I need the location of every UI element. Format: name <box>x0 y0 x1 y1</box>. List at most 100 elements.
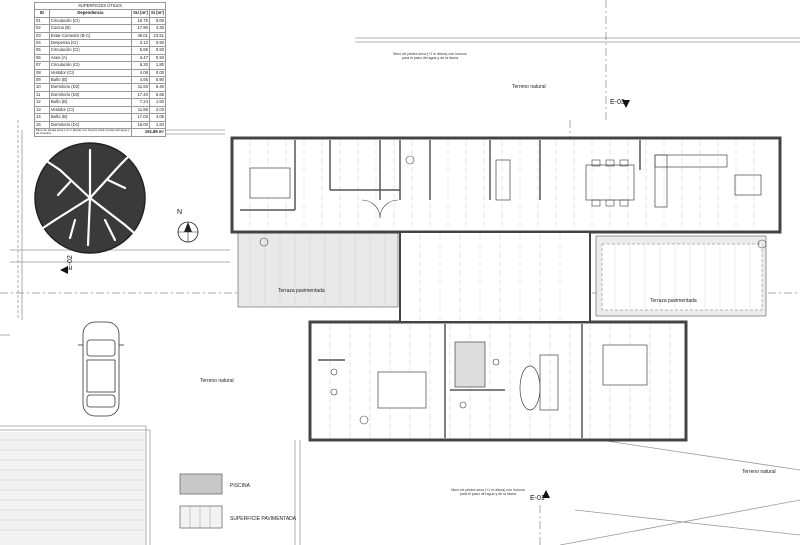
section-e03-marker <box>622 100 630 108</box>
table-cell: 5.86 <box>131 46 150 55</box>
site-boundaries <box>0 37 800 545</box>
wall-note-top: Muro de piedra seca (+1 m altura) con hu… <box>393 52 467 61</box>
table-cell: 3.12 <box>131 39 150 48</box>
terrace-left <box>237 231 399 308</box>
terrain-label-right: Terreno natural <box>742 469 776 475</box>
table-cell: 6.30 <box>131 61 150 70</box>
table-cell: 04 <box>34 39 50 48</box>
table-cell: 10 <box>34 83 50 92</box>
table-note: Muro de piedra seca (+1 m altura) con hu… <box>33 127 133 137</box>
table-cell: 13 <box>34 105 50 115</box>
table-cell: 05 <box>34 46 50 55</box>
table-header-si: Si (m²) <box>148 9 167 18</box>
table-cell: 01 <box>34 16 50 26</box>
table-cell: 0.93 <box>148 39 167 48</box>
section-e01-label: E-01 <box>530 495 545 502</box>
section-e02-label: E-02 <box>67 255 74 270</box>
north-label: N <box>177 209 182 216</box>
table-cell: 4.30 <box>148 24 167 33</box>
table-cell: 4.65 <box>131 76 150 85</box>
table-cell: 0.00 <box>148 16 167 26</box>
terrain-label-top: Terreno natural <box>512 84 546 90</box>
table-cell: 2.03 <box>148 105 167 115</box>
table-cell: Dormitorio (D1) <box>48 120 133 129</box>
table-cell: 11.93 <box>131 83 150 92</box>
table-cell: Dormitorio (D2) <box>48 90 133 100</box>
section-e01-marker <box>542 490 550 498</box>
table-cell: 19.75 <box>131 16 150 26</box>
table-cell: 5.65 <box>148 90 167 100</box>
table-cell: 12 <box>34 98 50 107</box>
table-cell: 11.86 <box>131 105 150 115</box>
paving-bottom-left <box>0 432 145 545</box>
table-cell: 3.47 <box>131 53 150 63</box>
table-cell: 0.90 <box>148 76 167 85</box>
table-cell: 23.51 <box>148 31 167 41</box>
surface-table: SUPERFICIES ÚTILES ID Dependencia SU (m²… <box>33 1 167 137</box>
table-cell: 17.40 <box>131 90 150 100</box>
table-cell: 0.93 <box>148 53 167 63</box>
south-wing <box>308 301 688 442</box>
table-cell: 17.90 <box>131 24 150 33</box>
north-arrow <box>177 221 199 243</box>
table-cell: Vestidor (CI) <box>48 105 133 115</box>
table-cell: Dormitorio (D2) <box>48 83 133 92</box>
table-cell: 16.00 <box>131 120 150 129</box>
car-icon <box>78 321 124 417</box>
terrain-label-left: Terreno natural <box>200 378 234 384</box>
tree-icon <box>34 142 146 254</box>
wall-note-bottom: Muro de piedra seca (+1 m altura) con hu… <box>451 488 525 497</box>
section-e03-label: E-03 <box>610 99 625 106</box>
table-cell: 7.24 <box>131 98 150 107</box>
table-cell: Circulación (CI) <box>48 61 133 70</box>
legend-label-paved: SUPERFICIE PAVIMENTADA <box>230 516 297 522</box>
table-cell: 4.08 <box>131 68 150 78</box>
table-cell: 03 <box>34 31 50 41</box>
table-cell: 5.40 <box>148 83 167 92</box>
table-cell: 14 <box>34 113 50 122</box>
legend-swatch-paved <box>179 505 223 529</box>
section-e02-marker <box>60 266 68 274</box>
table-cell: Baño (B) <box>48 98 133 107</box>
table-cell: 45.01 <box>131 31 150 41</box>
table-cell: Aseo (A) <box>48 53 133 63</box>
table-cell: Circulación (CI) <box>48 16 133 26</box>
table-cell: 09 <box>34 76 50 85</box>
table-cell: Estar-Comedor (B-C) <box>48 31 133 41</box>
legend: PISCINA SUPERFICIE PAVIMENTADA <box>179 473 297 529</box>
table-cell: 17.03 <box>131 113 150 122</box>
legend-swatch-piscina <box>179 473 223 495</box>
table-header: ID Dependencia SU (m²) Si (m²) <box>34 9 167 18</box>
table-cell: Cocina (B) <box>48 24 133 33</box>
table-note-row: Muro de piedra seca (+1 m altura) con hu… <box>33 127 166 137</box>
table-cell: 4.05 <box>148 113 167 122</box>
table-cell: 07 <box>34 61 50 70</box>
table-cell: Vestidor (CI) <box>48 68 133 78</box>
table-cell: Circulación (CI) <box>48 46 133 55</box>
table-header-su: SU (m²) <box>131 9 150 18</box>
table-cell: 1.84 <box>148 120 167 129</box>
terrace-left-label: Terraza pavimentada <box>278 288 325 294</box>
table-header-dependencia: Dependencia <box>48 9 133 18</box>
table-caption: SUPERFICIES ÚTILES <box>34 1 166 11</box>
table-cell: 06 <box>34 53 50 63</box>
table-total: 191.89 m² <box>131 127 166 137</box>
corridor <box>399 231 591 323</box>
table-cell: Despensa (CI) <box>48 39 133 48</box>
table-cell: Baño (B) <box>48 113 133 122</box>
